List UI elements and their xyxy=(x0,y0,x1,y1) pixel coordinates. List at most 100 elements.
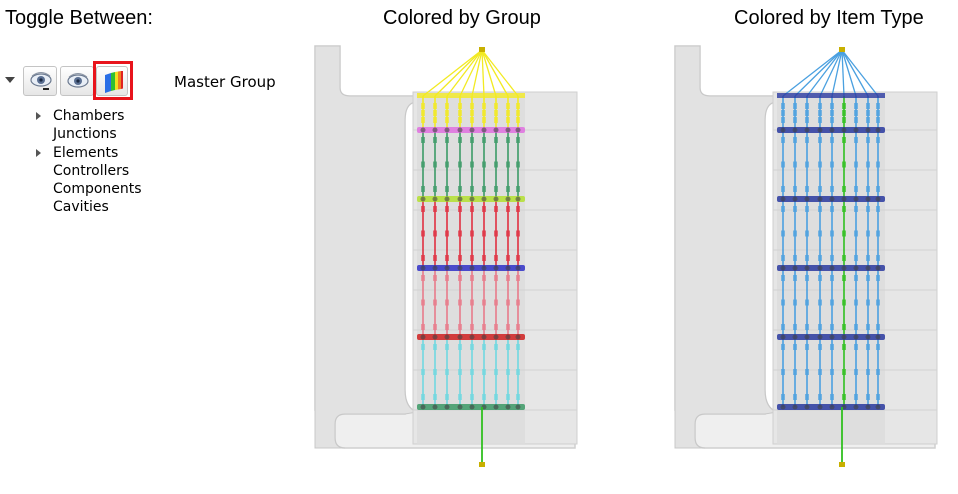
pipe-node xyxy=(805,137,809,143)
pipe-node xyxy=(781,324,785,330)
tree-item-label: Junctions xyxy=(53,126,117,143)
pipe-node xyxy=(818,299,822,306)
pipe-node xyxy=(854,186,858,192)
junction-node xyxy=(515,404,521,410)
pipe-node xyxy=(445,161,449,168)
junction-node xyxy=(792,196,798,202)
fan-pipe xyxy=(841,49,845,97)
fan-pipe xyxy=(819,49,843,97)
pipe-node xyxy=(866,394,870,400)
pipe-node xyxy=(421,255,425,261)
pipe-node xyxy=(781,117,785,123)
pipe-node xyxy=(793,324,797,330)
expand-caret-icon[interactable] xyxy=(5,77,15,83)
pipe-node xyxy=(830,103,834,109)
model-view-colored-by-item-type[interactable] xyxy=(665,40,945,480)
pipe-node xyxy=(876,369,880,375)
junction-node xyxy=(432,334,438,340)
pipe-node xyxy=(506,324,510,330)
pipe-node xyxy=(866,324,870,330)
pipe-node xyxy=(818,255,822,261)
pipe-node xyxy=(876,103,880,109)
pipe-node xyxy=(830,324,834,330)
tree-item-controllers[interactable]: Controllers xyxy=(36,162,142,180)
model-view-colored-by-group[interactable] xyxy=(305,40,585,480)
tree-root-master-group[interactable]: Master Group xyxy=(174,73,276,91)
pipe-node xyxy=(494,344,498,350)
eye-minus-icon xyxy=(30,72,52,90)
junction-node xyxy=(780,127,786,133)
pipe-node xyxy=(458,369,462,375)
pipe-node xyxy=(482,206,486,212)
pipe-node xyxy=(830,230,834,237)
pipe-node xyxy=(805,344,809,350)
pipe-node xyxy=(793,230,797,237)
pipe-node xyxy=(458,186,462,192)
fan-pipe xyxy=(481,49,509,97)
show-button[interactable] xyxy=(60,66,94,96)
pipe-node xyxy=(781,394,785,400)
pipe-node xyxy=(516,324,520,330)
pipe-node xyxy=(470,103,474,109)
pipe-node xyxy=(458,230,462,237)
tree-item-chambers[interactable]: Chambers xyxy=(36,107,142,125)
pipe-node xyxy=(516,275,520,281)
pipe-node xyxy=(842,230,846,237)
junction-node xyxy=(493,196,499,202)
junction-node xyxy=(444,127,450,133)
pipe-node xyxy=(433,255,437,261)
pipe-node xyxy=(494,255,498,261)
junction-node xyxy=(457,265,463,271)
junction-node xyxy=(780,404,786,410)
pipe-node xyxy=(866,186,870,192)
junction-node xyxy=(817,404,823,410)
tree-item-junctions[interactable]: Junctions xyxy=(36,125,142,143)
pipe-node xyxy=(830,117,834,123)
tree-item-elements[interactable]: Elements xyxy=(36,144,142,162)
junction-node xyxy=(515,334,521,340)
pipe-node xyxy=(482,117,486,123)
color-by-type-button[interactable] xyxy=(96,66,128,96)
pipe-node xyxy=(482,394,486,400)
tree-item-label: Chambers xyxy=(53,108,125,124)
housing-flange xyxy=(314,45,418,449)
pipe-node xyxy=(793,344,797,350)
tree-item-cavities[interactable]: Cavities xyxy=(36,198,142,216)
pipe-node xyxy=(793,299,797,306)
junction-node xyxy=(780,265,786,271)
junction-node xyxy=(875,265,881,271)
junction-node xyxy=(505,404,511,410)
pipe-node xyxy=(445,324,449,330)
show-with-minus-button[interactable] xyxy=(23,66,57,96)
pipe-node xyxy=(876,394,880,400)
collapsed-caret-icon[interactable] xyxy=(36,148,41,157)
pipe-node xyxy=(506,275,510,281)
pipe-node xyxy=(421,103,425,109)
fan-pipe xyxy=(481,49,519,97)
junction-node xyxy=(780,196,786,202)
collapsed-caret-icon[interactable] xyxy=(36,112,41,120)
pipe-node xyxy=(854,275,858,281)
pipe-node xyxy=(876,117,880,123)
pipe-node xyxy=(830,275,834,281)
pipe-node xyxy=(805,186,809,192)
junction-node xyxy=(420,196,426,202)
top-band xyxy=(417,93,525,98)
pipe-node xyxy=(433,299,437,306)
pipe-node xyxy=(854,110,858,116)
junction-node xyxy=(420,404,426,410)
pipe-node xyxy=(854,161,858,168)
pipe-node xyxy=(876,344,880,350)
pipe-node xyxy=(421,161,425,168)
pipe-node xyxy=(866,255,870,261)
pipe-node xyxy=(421,206,425,212)
pipe-node xyxy=(506,161,510,168)
pipe-node xyxy=(818,275,822,281)
tree-item-components[interactable]: Components xyxy=(36,180,142,198)
pipe-node xyxy=(830,344,834,350)
pipe-node xyxy=(854,206,858,212)
junction-node xyxy=(505,196,511,202)
pipe-node xyxy=(830,137,834,143)
pipe-node xyxy=(494,110,498,116)
